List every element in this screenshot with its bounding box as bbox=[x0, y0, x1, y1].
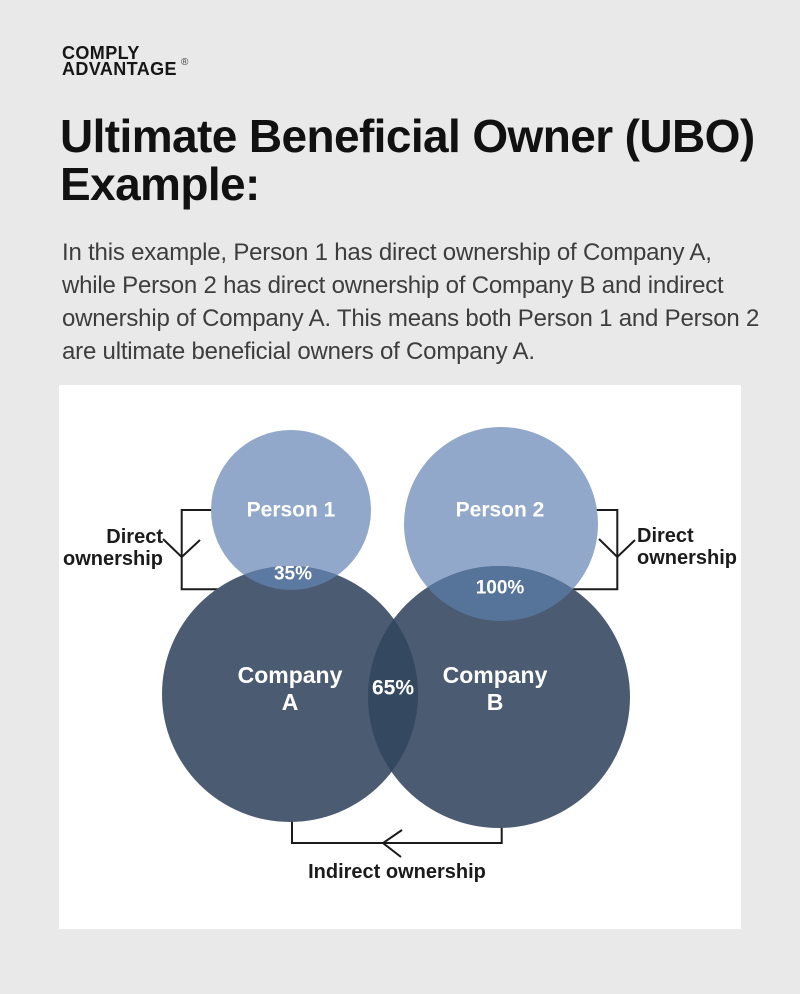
indirect-ownership-bracket bbox=[291, 811, 503, 844]
intro-paragraph: In this example, Person 1 has direct own… bbox=[62, 236, 782, 368]
direct-ownership-right-label-line2: ownership bbox=[637, 547, 737, 569]
companyB-label-line2: B bbox=[487, 689, 504, 715]
logo-line-2: ADVANTAGE bbox=[62, 58, 177, 79]
person1-circle bbox=[211, 430, 371, 590]
companyA-label-line1: Company bbox=[238, 662, 343, 688]
diagram-panel: Person 1 Person 2 35% 100% Company A Com… bbox=[59, 385, 741, 929]
direct-ownership-right-label-line1: Direct bbox=[637, 525, 694, 547]
intro-line: In this example, Person 1 has direct own… bbox=[62, 239, 712, 266]
pct-person1-companyA: 35% bbox=[274, 564, 312, 585]
page-title: Ultimate Beneficial Owner (UBO) Example: bbox=[60, 112, 770, 208]
companyA-circle bbox=[162, 566, 418, 822]
direct-ownership-left-label-line2: ownership bbox=[63, 548, 163, 570]
person2-circle bbox=[404, 427, 598, 621]
comply-advantage-logo: COMPLY ADVANTAGE ® bbox=[62, 43, 188, 79]
companyA-label-line2: A bbox=[282, 689, 299, 715]
indirect-ownership-arrow-icon bbox=[381, 829, 403, 858]
intro-line: while Person 2 has direct ownership of C… bbox=[62, 272, 724, 299]
page-title-line-2: Example: bbox=[60, 158, 260, 210]
indirect-ownership-label: Indirect ownership bbox=[308, 861, 486, 883]
direct-ownership-left-bracket bbox=[180, 509, 219, 591]
direct-ownership-left-label-line1: Direct bbox=[106, 526, 163, 548]
direct-ownership-right-arrow-icon bbox=[598, 538, 636, 559]
pct-person2-companyB: 100% bbox=[476, 578, 525, 599]
registered-trademark-mark: ® bbox=[181, 57, 189, 68]
ubo-venn-diagram: Person 1 Person 2 35% 100% Company A Com… bbox=[63, 427, 737, 883]
person1-label: Person 1 bbox=[247, 499, 336, 522]
logo-line-1: COMPLY bbox=[62, 43, 140, 63]
pct-companyA-companyB: 65% bbox=[372, 677, 414, 700]
person2-label: Person 2 bbox=[456, 499, 545, 522]
page-title-line-1: Ultimate Beneficial Owner (UBO) bbox=[60, 110, 755, 162]
companyB-label-line1: Company bbox=[443, 662, 548, 688]
direct-ownership-left-arrow-icon bbox=[162, 538, 201, 559]
intro-line: ownership of Company A. This means both … bbox=[62, 305, 760, 332]
intro-line: are ultimate beneficial owners of Compan… bbox=[62, 338, 535, 365]
companyB-circle bbox=[368, 566, 630, 828]
direct-ownership-right-bracket bbox=[572, 509, 619, 591]
